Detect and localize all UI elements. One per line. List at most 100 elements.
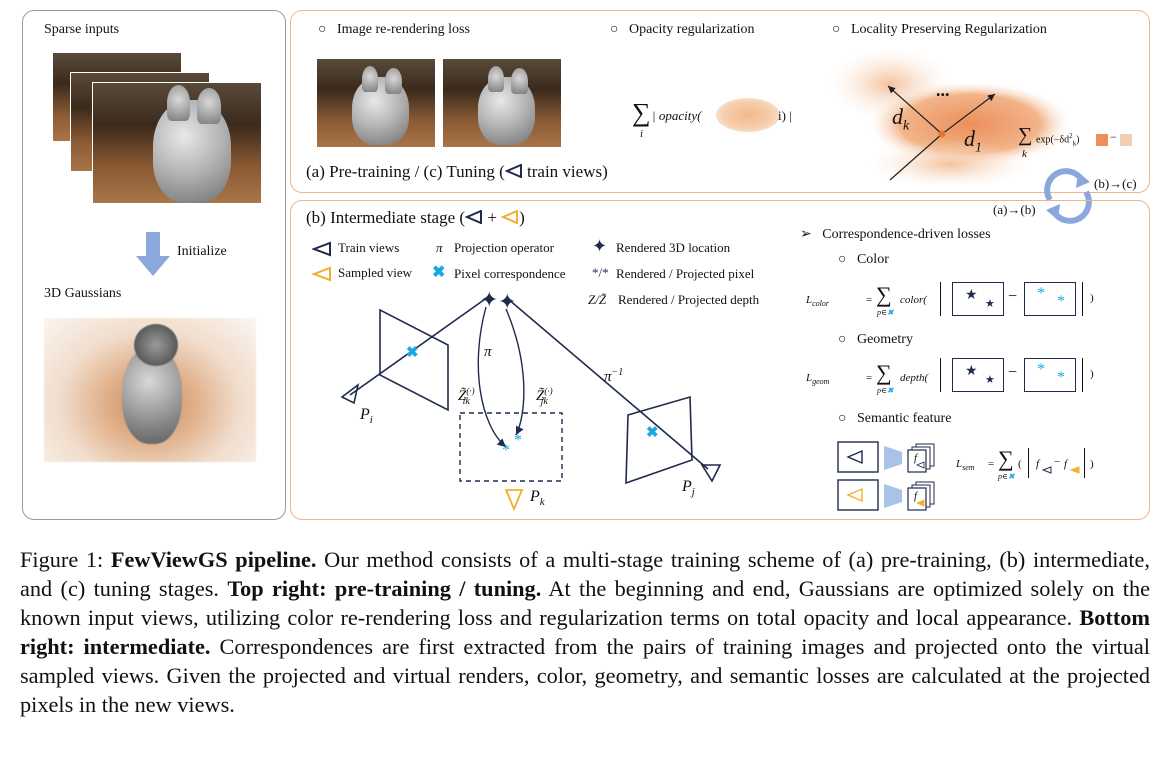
legend-sampled-view: Sampled view (338, 265, 413, 280)
ray-pi (349, 296, 489, 396)
gaussian-bunny-head (134, 324, 178, 366)
rendered-3d-point-2: ✦ (498, 289, 516, 314)
opacity-formula: | opacity( (652, 108, 702, 123)
l-sem-symbol: Lsem (956, 458, 975, 473)
depth-fn: depth( (900, 372, 929, 384)
color-norm-bar-right (1082, 282, 1083, 316)
locality-sum-sub: k (1022, 148, 1027, 160)
feature-train-symbol: f (914, 452, 918, 464)
z-ik-label: Z̃(·)ik (458, 386, 475, 407)
rendered-image-1 (316, 58, 436, 148)
color-rendered-box: ★ ★ (952, 282, 1004, 316)
figure-caption: Figure 1: FewViewGS pipeline. Our method… (20, 547, 1150, 717)
pixel-correspondence-j: ✖ (646, 425, 659, 441)
projected-pixel-1: * (502, 442, 510, 459)
locality-diagram (830, 48, 1070, 184)
l-color-symbol: Lcolor (806, 294, 830, 309)
locality-arrow-1 (887, 85, 943, 135)
color-sum-symbol: ∑ (876, 282, 892, 307)
opacity-sum-sub: i (640, 128, 644, 140)
color-fn: color( (900, 294, 927, 306)
sem-minus: − (1054, 456, 1061, 468)
train-view-icon (504, 163, 522, 179)
l-geom-symbol: Lgeom (806, 372, 830, 387)
color-minus: − (1008, 288, 1018, 305)
initialize-label: Initialize (177, 244, 227, 259)
legend-star-symbol: */* (592, 265, 609, 280)
sem-f-sampled: f (1064, 458, 1068, 470)
sem-close: ) (1090, 458, 1094, 470)
legend-rendered-projected-depth: Rendered / Projected depth (618, 292, 760, 307)
color-sum-sub: p∈✖ (877, 308, 894, 317)
camera-pk-icon (504, 489, 524, 512)
z-jk-label: Z̃(·)jk (536, 386, 553, 407)
legend-rendered-3d-location: Rendered 3D location (616, 240, 731, 255)
geometry-loss-label: ○ Geometry (838, 332, 913, 347)
geom-projected-box: * * (1024, 358, 1076, 392)
legend-pixel-correspondence-icon: ✖ (432, 264, 446, 281)
legend-rendered-projected-pixel: Rendered / Projected pixel (616, 266, 755, 281)
sem-f-train: f (1036, 458, 1040, 470)
feature-sampled-symbol: f (914, 490, 918, 502)
top-panel (290, 10, 1150, 193)
opacity-sum-symbol: ∑ (632, 98, 651, 127)
projection-curve-ik (477, 306, 507, 448)
stage-cycle-icon (1044, 168, 1092, 224)
geom-rendered-box: ★ ★ (952, 358, 1004, 392)
geom-close: ) (1090, 368, 1094, 380)
camera-pj-frustum (625, 395, 693, 485)
gaussian-render-image (44, 318, 256, 462)
bottom-panel (290, 200, 1150, 520)
legend-train-view-icon (312, 241, 331, 257)
camera-pi-frustum (379, 308, 449, 412)
image-loss-label: ○ Image re-rendering loss (318, 22, 470, 37)
pj-camera-label: Pj (682, 478, 695, 499)
rendered-3d-point-1: ✦ (480, 287, 498, 312)
geom-norm-bar-right (1082, 358, 1083, 392)
opacity-formula-tail: i) | (778, 108, 792, 123)
semantic-train-view-box (837, 441, 879, 473)
cycle-a-to-b: (a)→(b) (993, 202, 1036, 217)
pi-label: π (484, 344, 492, 360)
legend-pi-symbol: π (436, 240, 443, 255)
geom-eq: = (866, 372, 873, 384)
projection-diagram: ✦ ✦ ✖ ✖ * * (340, 287, 722, 512)
camera-pi-icon (340, 383, 360, 405)
initialize-arrow (136, 232, 170, 276)
legend-pixel-correspondence: Pixel correspondence (454, 266, 566, 281)
sem-f-sampled-sub-icon (1070, 466, 1080, 474)
sem-norm-bar-left (1028, 448, 1029, 478)
gaussians-3d-label: 3D Gaussians (44, 286, 122, 301)
color-loss-label: ○ Color (838, 252, 889, 267)
sem-eq: = (988, 458, 995, 470)
losses-header: ➢ Correspondence-driven losses (800, 227, 991, 242)
legend-z-symbol: Z/Z̃ (588, 292, 607, 307)
stage-a-c-label: (a) Pre-training / (c) Tuning ( train vi… (306, 162, 608, 181)
sem-open: ( (1018, 458, 1022, 470)
locality-center-point (938, 130, 946, 138)
legend-train-views: Train views (338, 240, 400, 255)
semantic-sampled-view-box (837, 479, 879, 511)
d1-label: d1 (964, 126, 982, 156)
color-norm-bar-left (940, 282, 941, 316)
geom-minus: − (1008, 364, 1018, 381)
legend-3d-location-icon: ✦ (592, 236, 608, 256)
camera-pk-frustum (459, 412, 563, 482)
opacity-gaussian-blob (716, 98, 780, 132)
rendered-image-2 (442, 58, 562, 148)
sem-f-train-sub-icon (1042, 466, 1052, 474)
geom-norm-bar-left (940, 358, 941, 392)
legend-projection-operator: Projection operator (454, 240, 554, 255)
locality-formula: exp(−δd2k) (1036, 132, 1080, 148)
input-photo-3 (92, 82, 262, 204)
locality-arrow-2 (941, 93, 996, 135)
opacity-reg-label: ○ Opacity regularization (610, 22, 755, 37)
semantic-encoder-1 (884, 446, 902, 470)
intermediate-stage-title: (b) Intermediate stage ( + ) (306, 208, 525, 227)
color-projected-box: * * (1024, 282, 1076, 316)
locality-color-swatch-2 (1120, 134, 1132, 146)
sem-norm-bar-right (1084, 448, 1085, 478)
dk-label: dk (892, 104, 910, 134)
geom-sum-symbol: ∑ (876, 360, 892, 385)
semantic-encoder-diagram (837, 441, 935, 511)
